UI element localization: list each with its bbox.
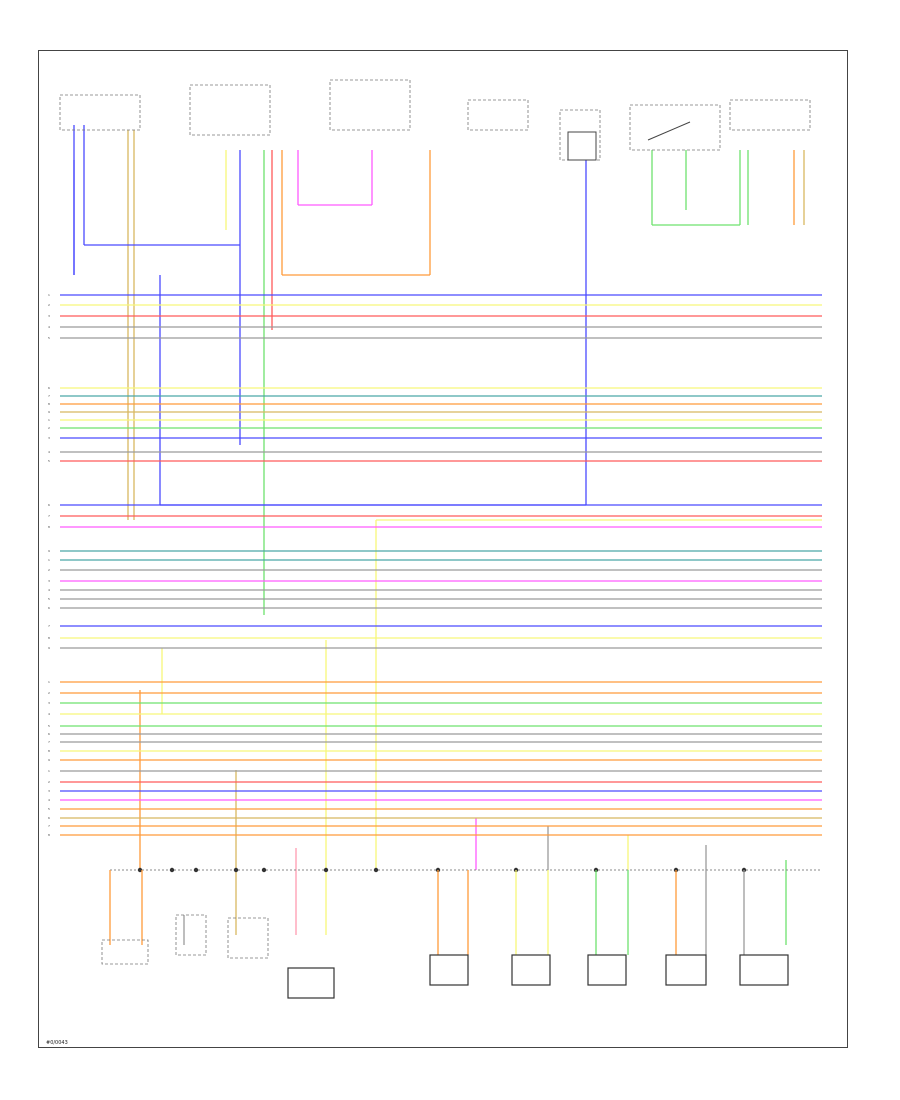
splice-dot [373, 867, 379, 873]
component-outline [227, 917, 269, 959]
wire-pin-number: 3 [48, 701, 50, 705]
component-outline [629, 104, 721, 151]
splice-dot [137, 867, 143, 873]
sensor-box [739, 954, 789, 986]
wire-pin-number: 7 [48, 394, 50, 398]
wire-pin-number: 8 [48, 525, 50, 529]
wire-pin-number: 6 [48, 816, 50, 820]
wire-pin-number: 9 [48, 758, 50, 762]
wire-pin-number: 6 [48, 386, 50, 390]
wire-pin-number: 7 [48, 514, 50, 518]
wire-pin-number: 6 [48, 503, 50, 507]
wire-pin-number: 8 [48, 833, 50, 837]
wire-pin-number: 9 [48, 646, 50, 650]
wire-pin-number: 9 [48, 549, 50, 553]
wire-pin-number: 4 [48, 588, 50, 592]
wire-pin-number: 5 [48, 597, 50, 601]
wire-pin-number: 3 [48, 789, 50, 793]
wire-pin-number: 1 [48, 680, 50, 684]
wire-pin-number: 8 [48, 749, 50, 753]
splice-dot [261, 867, 267, 873]
component-outline [175, 914, 207, 956]
splice-dot [233, 867, 239, 873]
component-outline [101, 939, 149, 965]
wire-pin-number: 2 [48, 780, 50, 784]
splice-dot [169, 867, 175, 873]
wire-pin-number: 7 [48, 824, 50, 828]
wire-pin-number: 1 [48, 769, 50, 773]
sensor-box [587, 954, 627, 986]
wire-pin-number: 7 [48, 624, 50, 628]
wire-pin-number: 3 [48, 579, 50, 583]
wire-pin-number: 6 [48, 606, 50, 610]
wire-pin-number: 5 [48, 336, 50, 340]
sensor-box [287, 967, 335, 999]
splice-dot [323, 867, 329, 873]
wire-pin-number: 9 [48, 410, 50, 414]
sensor-box [511, 954, 551, 986]
wire-pin-number: 8 [48, 402, 50, 406]
component-outline [189, 84, 271, 136]
wire-pin-number: 1 [48, 558, 50, 562]
component-outline [329, 79, 411, 131]
component-outline [59, 94, 141, 131]
component-outline [729, 99, 811, 131]
wire-pin-number: 6 [48, 732, 50, 736]
wire-pin-number: 4 [48, 798, 50, 802]
component-outline [467, 99, 529, 131]
splice-dot [193, 867, 199, 873]
wire-pin-number: 2 [48, 303, 50, 307]
wire-pin-number: 7 [48, 740, 50, 744]
wire-pin-number: 5 [48, 724, 50, 728]
wire-pin-number: 2 [48, 691, 50, 695]
sensor-box [429, 954, 469, 986]
wire-pin-number: 4 [48, 712, 50, 716]
sensor-box [567, 131, 597, 161]
wire-pin-number: 4 [48, 325, 50, 329]
diagram-frame [38, 50, 848, 1048]
page-code: #0/0043 [46, 1040, 68, 1046]
wire-pin-number: 1 [48, 418, 50, 422]
wire-pin-number: 3 [48, 436, 50, 440]
wire-pin-number: 5 [48, 807, 50, 811]
switch-icon [647, 121, 691, 141]
wire-pin-number: 3 [48, 314, 50, 318]
wire-pin-number: 1 [48, 293, 50, 297]
wire-pin-number: 2 [48, 426, 50, 430]
sensor-box [665, 954, 707, 986]
wire-pin-number: 2 [48, 568, 50, 572]
wire-pin-number: 5 [48, 459, 50, 463]
wire-pin-number: 4 [48, 450, 50, 454]
wire-pin-number: 8 [48, 636, 50, 640]
